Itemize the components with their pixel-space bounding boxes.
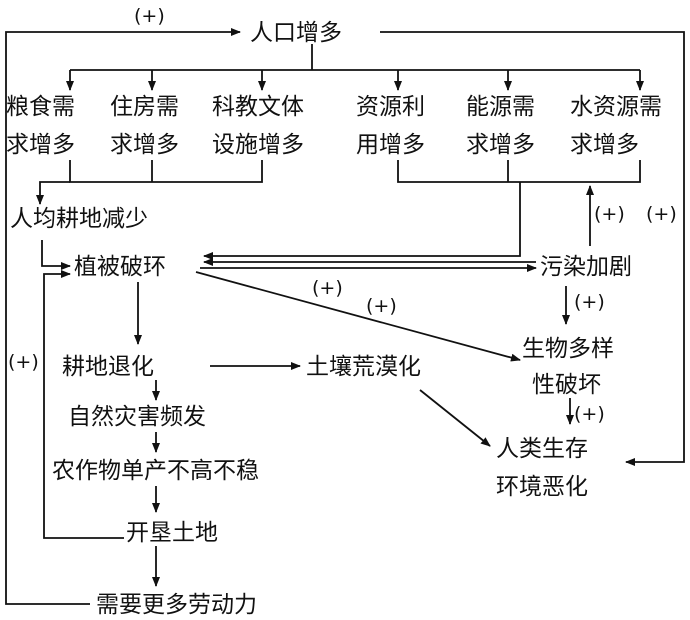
node-desertification: 土壤荒漠化 [306,354,421,380]
node-grain-line1: 粮食需 [6,94,75,120]
node-biodiversity-line1: 生物多样 [522,336,614,362]
arrow-to-vegetation-from-resources [203,182,521,260]
node-grain-line2: 求增多 [6,132,75,158]
bracket-right-group [397,160,641,183]
node-survival-line1: 人类生存 [496,436,588,462]
node-resources-line1: 资源利 [356,94,425,120]
node-resources-line2: 用增多 [356,132,425,158]
node-housing-line1: 住房需 [110,94,179,120]
sign-plus-vegetation-pollution: (+) [312,277,343,299]
node-disasters: 自然灾害频发 [68,404,206,430]
node-labor: 需要更多劳动力 [96,592,257,618]
arrow-to-farmland-per-capita [36,181,70,205]
connectors [5,28,685,605]
node-pollution: 污染加剧 [540,254,632,280]
arrow-farmland-to-vegetation [41,240,71,270]
sign-plus-vegetation-biodiversity: (+) [366,295,397,317]
sign-plus-pollution-biodiversity: (+) [574,291,605,313]
node-population: 人口增多 [250,20,342,46]
node-water-line1: 水资源需 [570,94,662,120]
node-farmland-per-capita: 人均耕地减少 [10,206,148,232]
node-farmland-degrade: 耕地退化 [62,354,154,380]
nodes: 人口增多 粮食需 求增多 住房需 求增多 科教文体 设施增多 资源利 用增多 能… [6,20,662,618]
node-education-line2: 设施增多 [212,132,304,158]
node-reclaim: 开垦土地 [126,520,218,546]
loop-labor-to-population [5,28,241,605]
node-crops: 农作物单产不高不稳 [52,458,259,484]
sign-plus-right-loop: (+) [646,203,677,225]
sign-plus-biodiversity-survival: (+) [574,403,605,425]
loop-reclaim-to-vegetation [43,270,124,539]
arrow-desert-to-survival [419,389,491,447]
node-water-line2: 求增多 [570,132,639,158]
sign-plus-left-loop: (+) [8,351,39,373]
node-energy-line1: 能源需 [466,94,535,120]
node-survival-line2: 环境恶化 [496,474,588,500]
node-vegetation: 植被破环 [74,254,166,280]
node-education-line1: 科教文体 [212,94,304,120]
node-energy-line2: 求增多 [466,132,535,158]
node-biodiversity-line2: 性破坏 [532,372,601,398]
arrow-vegetation-to-biodiversity [195,271,521,362]
sign-plus-top: (+) [134,5,165,27]
line-population-to-survival [380,31,685,466]
node-housing-line2: 求增多 [110,132,179,158]
sign-plus-pollution-up: (+) [594,203,625,225]
sign-labels: (+) (+) (+) (+) (+) (+) (+) (+) [8,5,677,425]
bracket-left-group [69,160,263,183]
